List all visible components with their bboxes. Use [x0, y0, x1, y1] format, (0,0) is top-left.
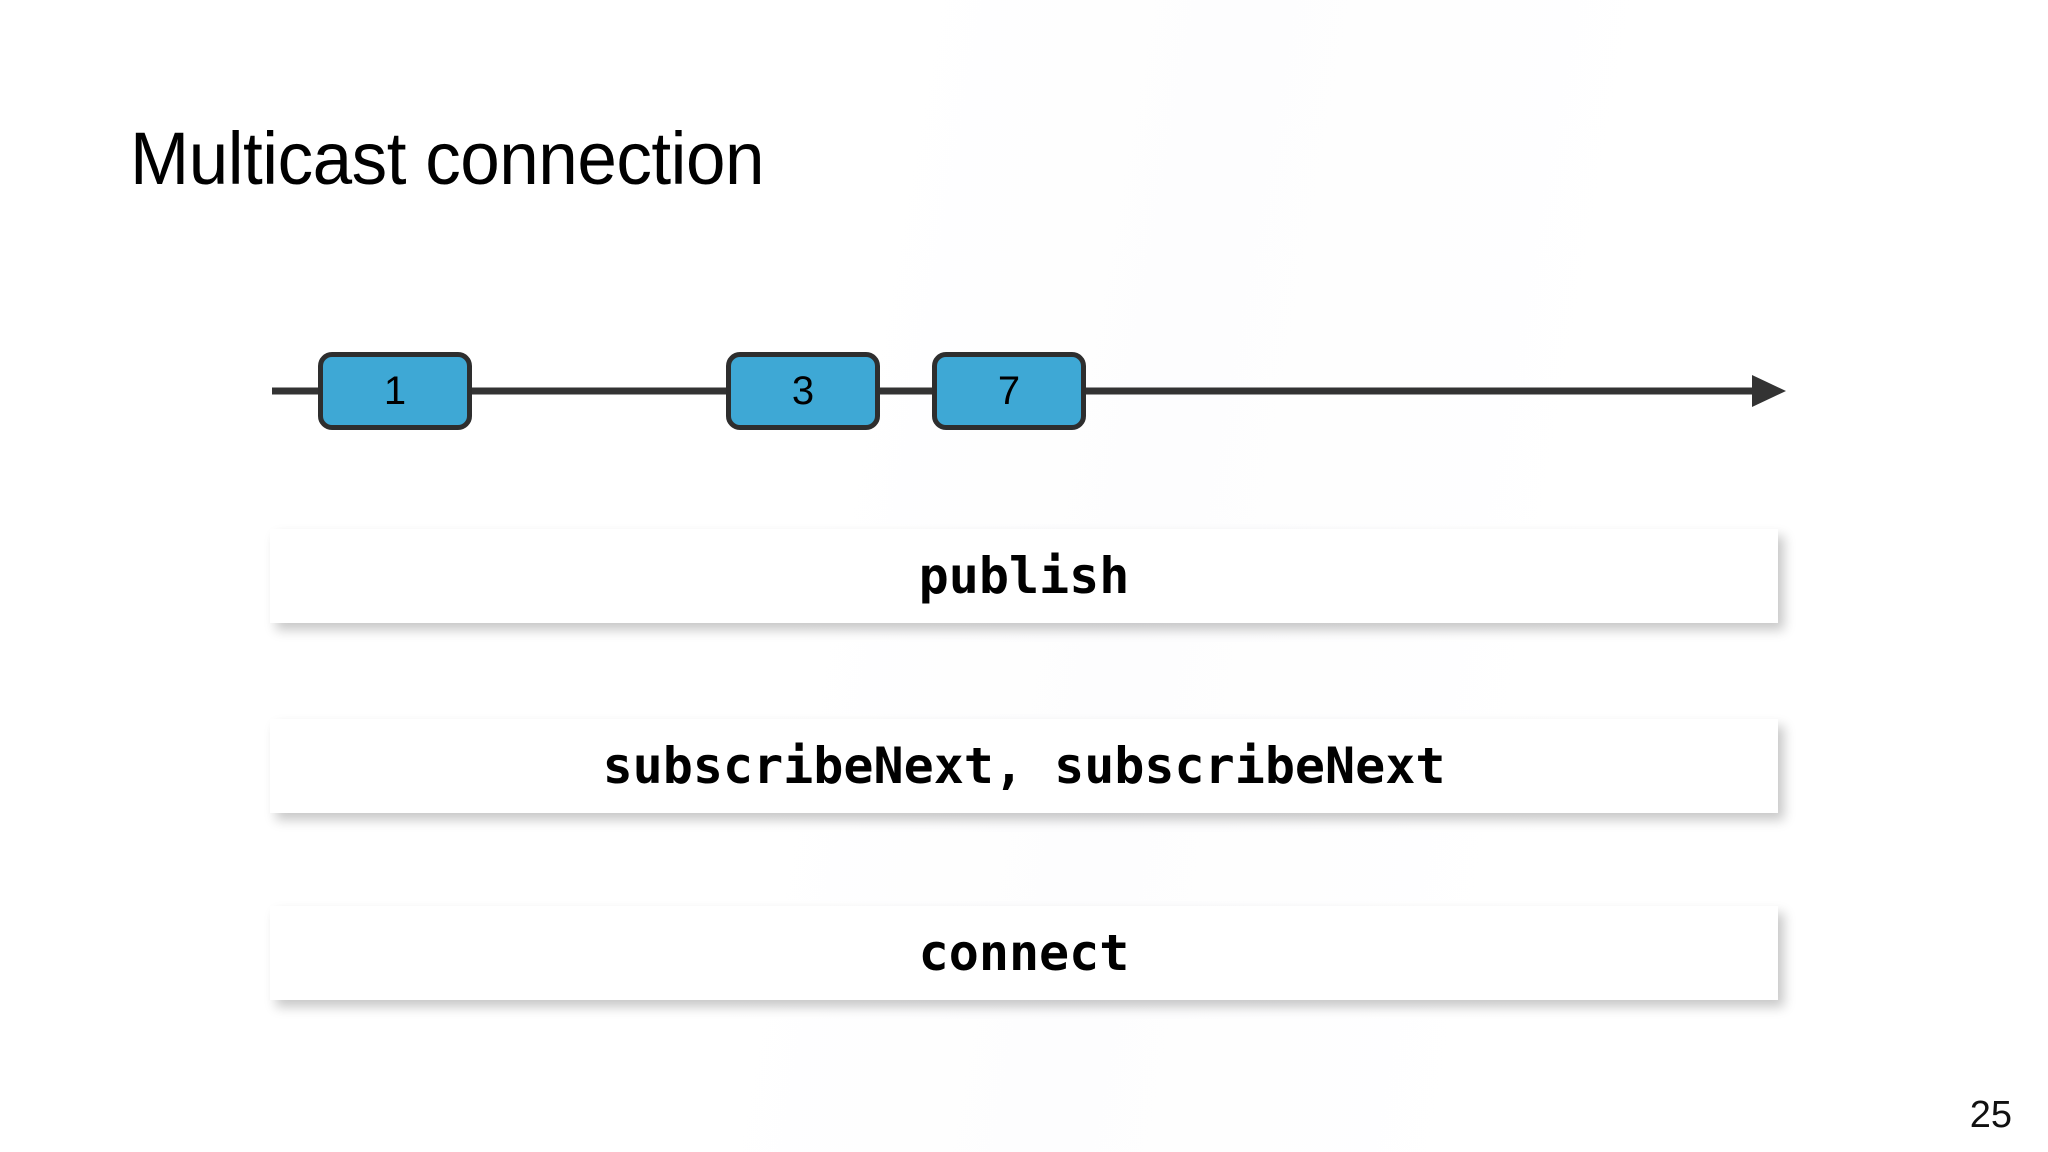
marble-item-2[interactable]: 3 [726, 352, 880, 430]
operator-card-label: connect [918, 924, 1130, 982]
marble-diagram-timeline: 1 3 7 [0, 330, 2048, 460]
marble-item-1[interactable]: 1 [318, 352, 472, 430]
operator-card-publish[interactable]: publish [270, 529, 1778, 623]
operator-card-connect[interactable]: connect [270, 906, 1778, 1000]
operator-card-label: publish [918, 547, 1130, 605]
operator-card-label: subscribeNext, subscribeNext [602, 737, 1446, 795]
slide-number: 25 [1969, 1094, 2012, 1136]
marble-label: 3 [791, 369, 815, 413]
marble-label: 7 [997, 369, 1021, 413]
operator-card-subscribe-next[interactable]: subscribeNext, subscribeNext [270, 719, 1778, 813]
page-title: Multicast connection [130, 117, 765, 200]
timeline-arrowhead-icon [1752, 375, 1786, 407]
marble-label: 1 [383, 369, 407, 413]
marble-item-3[interactable]: 7 [932, 352, 1086, 430]
